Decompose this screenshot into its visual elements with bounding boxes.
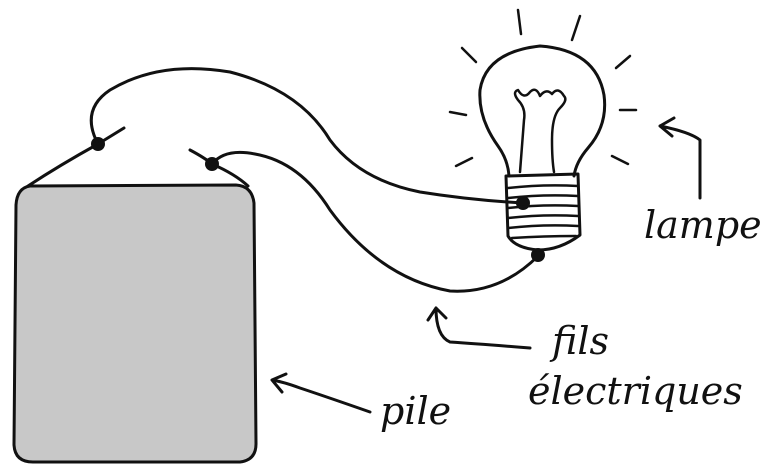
light-ray xyxy=(570,14,582,42)
wires-label-line1: fils xyxy=(549,319,609,363)
light-ray xyxy=(454,156,474,168)
pointer-arrows xyxy=(270,116,702,414)
wires-label-line2: électriques xyxy=(528,369,743,413)
light-ray xyxy=(610,154,630,166)
lamp-arrow xyxy=(658,116,702,200)
bulb-glass xyxy=(478,44,607,178)
wire-upper xyxy=(89,67,525,205)
battery-arrow xyxy=(270,372,372,414)
light-ray xyxy=(614,54,632,70)
battery-label: pile xyxy=(380,389,451,433)
light-ray xyxy=(448,110,468,117)
light-ray xyxy=(516,8,523,36)
battery xyxy=(12,126,258,464)
bulb-screw-base xyxy=(504,172,582,252)
battery-terminal-right xyxy=(188,148,250,188)
base-ridge xyxy=(510,234,578,240)
base-ridge xyxy=(506,184,580,190)
electric-wires xyxy=(89,67,545,293)
light-rays xyxy=(448,8,638,168)
light-bulb xyxy=(448,8,638,252)
base-ridge xyxy=(506,194,580,200)
wire-lower xyxy=(210,150,540,293)
wires-arrow xyxy=(426,306,532,350)
bulb-filament xyxy=(513,88,567,174)
base-ridge xyxy=(506,224,580,230)
base-ridge xyxy=(506,214,580,220)
light-ray xyxy=(460,46,478,64)
base-ridge xyxy=(506,204,580,210)
lamp-label: lampe xyxy=(644,203,762,247)
lamp-contact-base xyxy=(531,248,545,262)
battery-terminal-left xyxy=(26,126,126,188)
battery-body xyxy=(12,183,258,464)
